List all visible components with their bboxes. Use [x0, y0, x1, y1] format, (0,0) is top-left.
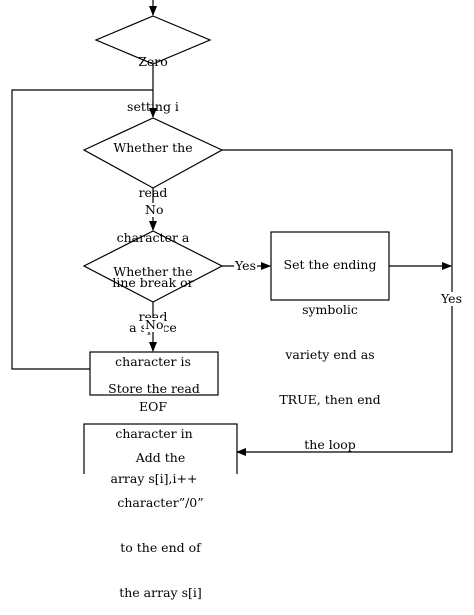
set-ending-line-1: Set the ending [283, 257, 377, 272]
check-break-line-1: Whether the [113, 140, 193, 155]
add-char-line-1: Add the [135, 450, 186, 465]
store-char-line-1: Store the read [108, 381, 200, 396]
check-eof-line-1: Whether the [113, 264, 193, 279]
add-char-line-3: to the end of [120, 540, 201, 555]
add-char-line-4: the array s[i] [119, 585, 202, 600]
check-break-line-4: line break or [112, 275, 194, 290]
set-ending-box [270, 231, 390, 301]
add-char-label: Add the character”/0” to the end of the … [84, 420, 237, 615]
add-char-box [83, 423, 238, 474]
set-ending-line-3: variety end as [285, 347, 375, 362]
edge-label-yes-break: Yes [440, 291, 463, 306]
zero-setting-line-2: setting i [127, 99, 179, 114]
edge-label-no-eof: No [144, 317, 165, 332]
store-char-box [89, 351, 219, 396]
edge-label-yes-eof: Yes [234, 258, 257, 273]
add-char-line-2: character”/0” [117, 495, 204, 510]
check-eof-line-4: EOF [138, 399, 168, 414]
store-char-line-2: character in [115, 426, 193, 441]
check-eof-line-3: character is [115, 354, 191, 369]
set-ending-label: Set the ending symbolic variety end as T… [271, 227, 389, 467]
zero-setting-label: Zero setting i [103, 24, 203, 129]
zero-setting-line-1: Zero [138, 54, 168, 69]
edge-label-no-break: No [144, 202, 165, 217]
flowchart-canvas [11, 0, 453, 474]
check-break-line-3: character a [116, 230, 190, 245]
set-ending-line-5: the loop [304, 437, 356, 452]
check-break-line-2: read [138, 185, 168, 200]
edge-loop-back [11, 89, 153, 370]
set-ending-line-2: symbolic [302, 302, 358, 317]
set-ending-line-4: TRUE, then end [279, 392, 381, 407]
check-break-label: Whether the read character a line break … [93, 110, 213, 350]
